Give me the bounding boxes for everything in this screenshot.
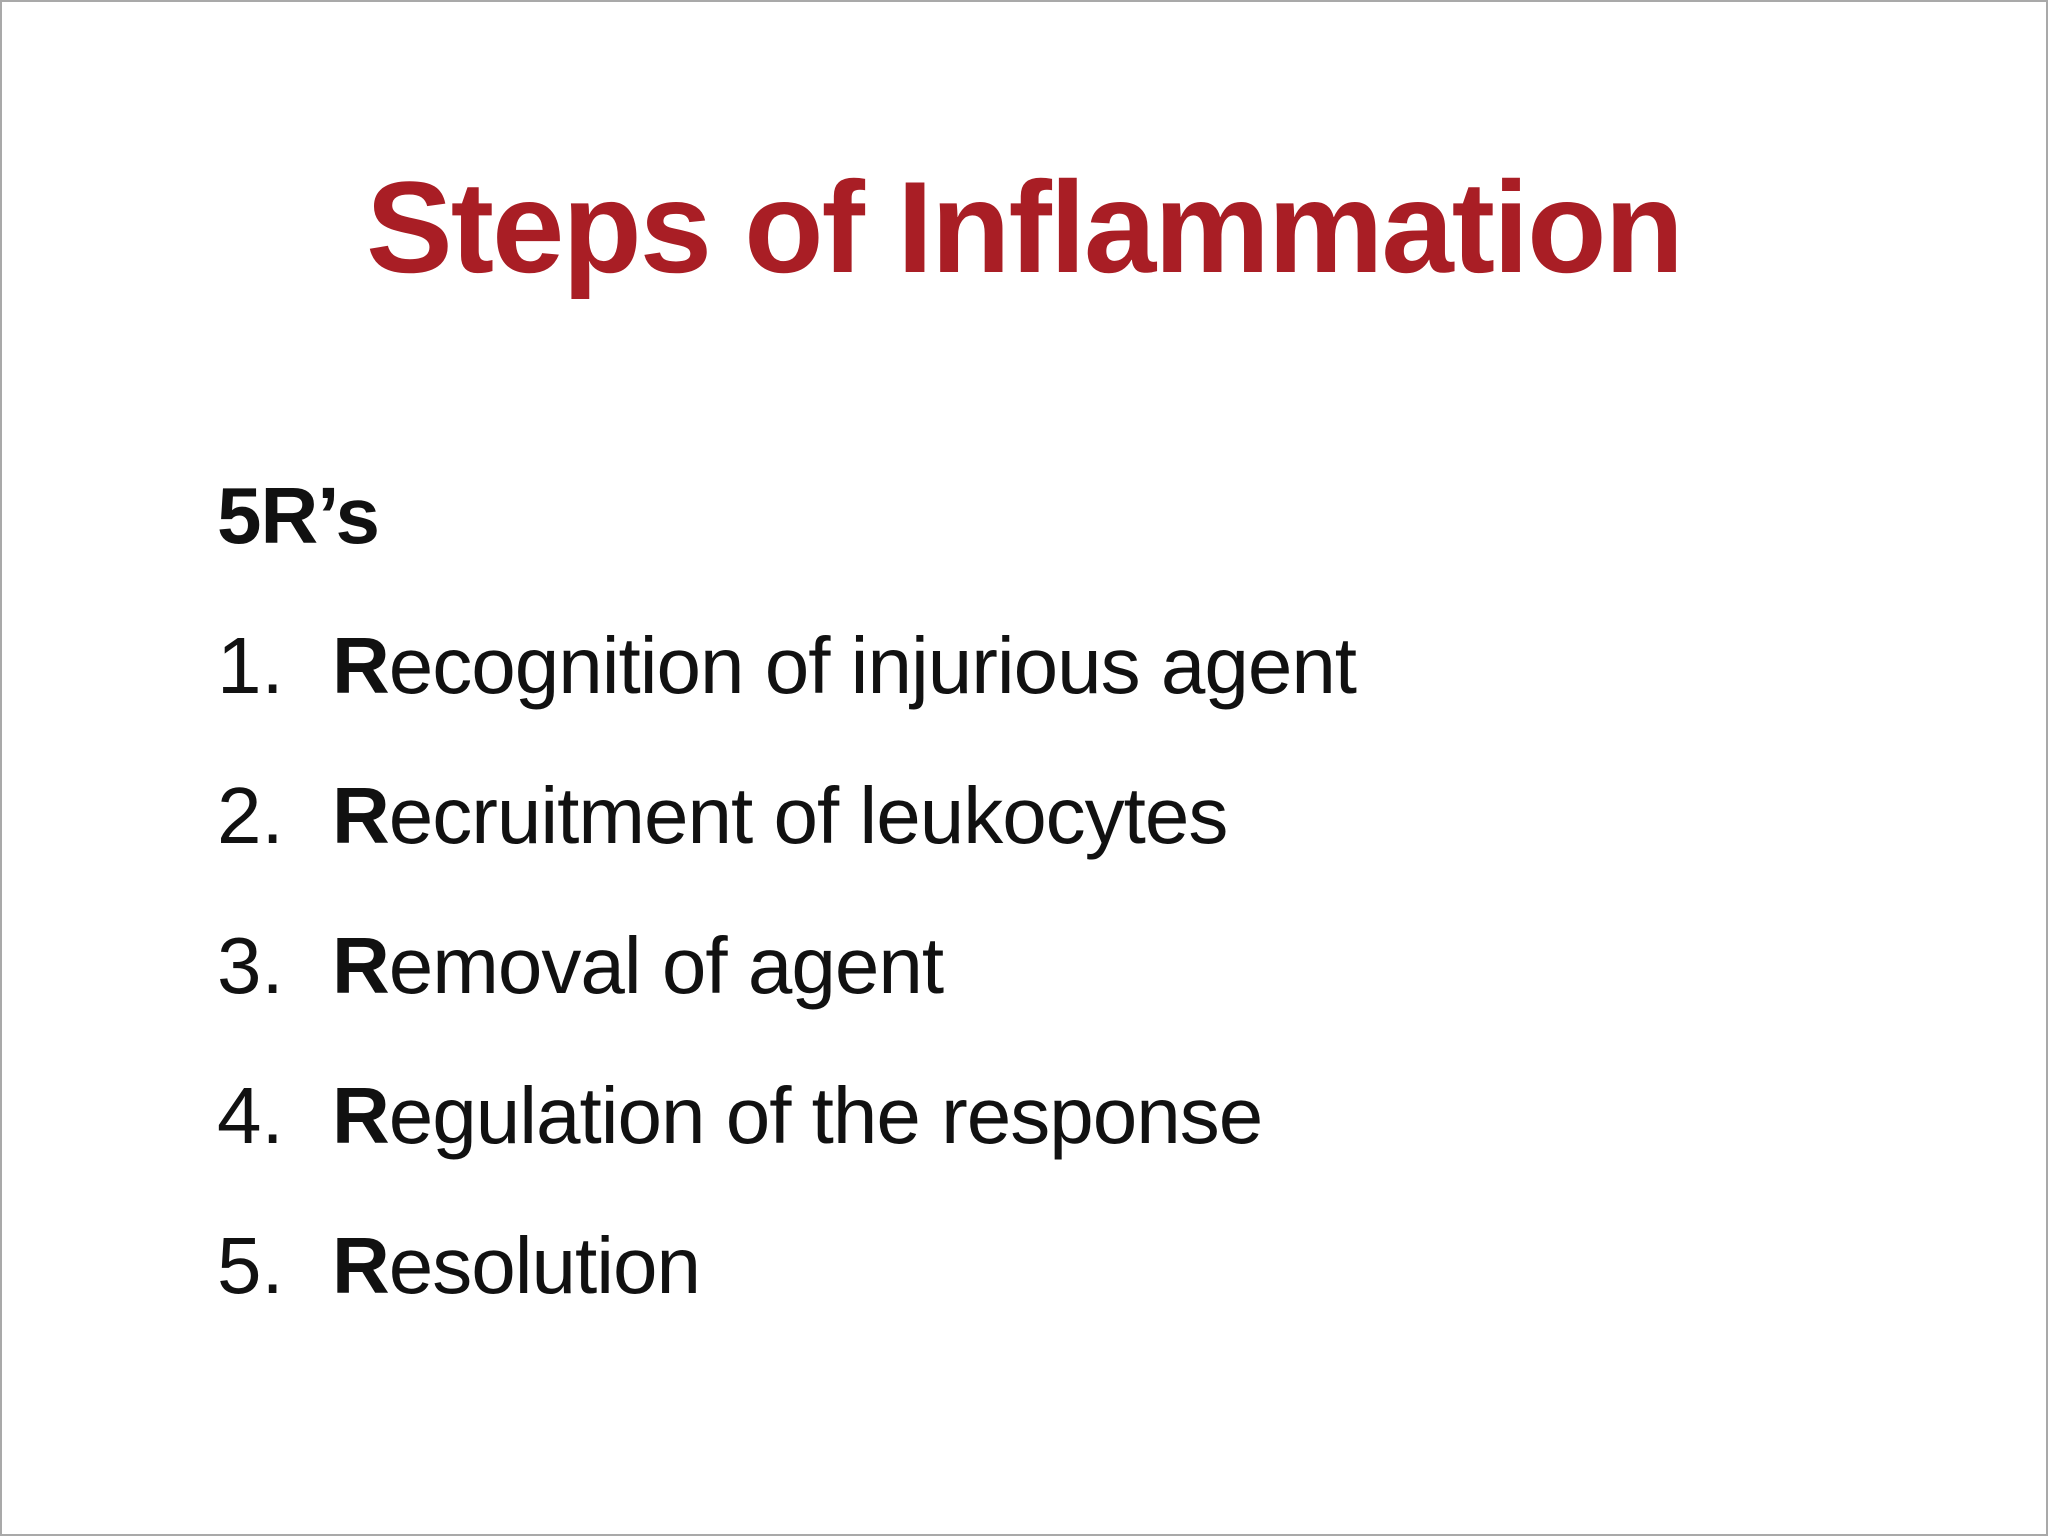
item-rest-text: ecruitment of leukocytes bbox=[388, 771, 1229, 860]
item-lead-letter: R bbox=[332, 1221, 390, 1310]
list-heading: 5R’s bbox=[217, 471, 380, 560]
item-rest-text: esolution bbox=[388, 1221, 701, 1310]
item-text: Regulation of the response bbox=[332, 1076, 1263, 1156]
steps-list: 1. Recognition of injurious agent 2. Rec… bbox=[217, 621, 1357, 1306]
item-text: Removal of agent bbox=[332, 926, 944, 1006]
list-item: 4. Regulation of the response bbox=[217, 1076, 1356, 1156]
item-lead-letter: R bbox=[332, 921, 390, 1010]
item-rest-text: emoval of agent bbox=[388, 921, 944, 1010]
list-item: 3. Removal of agent bbox=[217, 926, 1356, 1006]
item-number: 1. bbox=[217, 621, 284, 710]
item-rest-text: egulation of the response bbox=[388, 1071, 1263, 1160]
item-lead-letter: R bbox=[332, 771, 390, 860]
item-rest-text: ecognition of injurious agent bbox=[388, 621, 1357, 710]
slide-body: 5R’s 1. Recognition of injurious agent 2… bbox=[217, 471, 1357, 1376]
item-text: Recognition of injurious agent bbox=[332, 626, 1357, 706]
slide-title: Steps of Inflammation bbox=[366, 154, 1684, 300]
item-number: 2. bbox=[217, 771, 284, 860]
item-lead-letter: R bbox=[332, 621, 390, 710]
item-lead-letter: R bbox=[332, 1071, 390, 1160]
item-number: 4. bbox=[217, 1071, 284, 1160]
item-number: 5. bbox=[217, 1221, 284, 1310]
item-text: Recruitment of leukocytes bbox=[332, 776, 1228, 856]
item-number: 3. bbox=[217, 921, 284, 1010]
item-text: Resolution bbox=[332, 1226, 701, 1306]
list-item: 2. Recruitment of leukocytes bbox=[217, 776, 1356, 856]
list-item: 5. Resolution bbox=[217, 1226, 1356, 1306]
list-item: 1. Recognition of injurious agent bbox=[217, 621, 1357, 710]
